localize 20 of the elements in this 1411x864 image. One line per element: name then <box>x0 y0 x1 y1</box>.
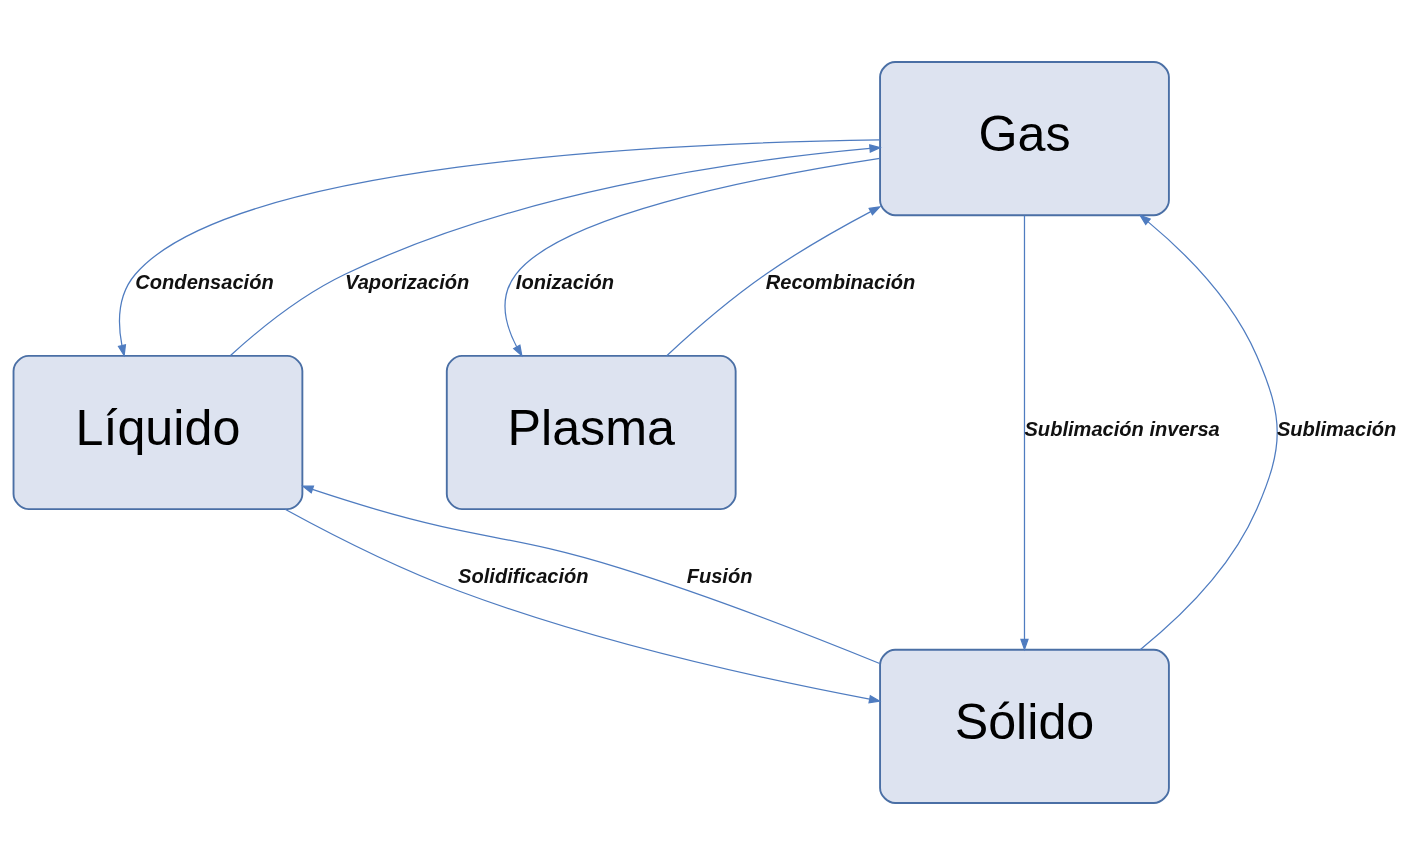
edge-label: Solidificación <box>458 564 589 587</box>
arrow <box>284 508 882 703</box>
edge-label: Fusión <box>686 564 753 587</box>
edge-label: Ionización <box>515 270 615 293</box>
arrow <box>229 143 882 356</box>
arrow <box>1020 214 1029 651</box>
node-box: Plasma <box>445 354 737 510</box>
edge-label: Sublimación <box>1276 417 1397 440</box>
arrow <box>301 484 881 664</box>
edge-label: Recombinación <box>765 270 916 293</box>
node-box: Líquido <box>12 354 304 510</box>
arrow <box>117 138 881 357</box>
arrow <box>666 205 882 356</box>
edge-label: Vaporización <box>345 270 470 293</box>
arrow <box>1138 213 1278 650</box>
node-box: Gas <box>879 60 1170 216</box>
node-box: Sólido <box>879 648 1170 804</box>
arrow <box>504 157 881 357</box>
edge-label: Condensación <box>135 270 274 293</box>
edge-label: Sublimación inversa <box>1024 417 1220 440</box>
